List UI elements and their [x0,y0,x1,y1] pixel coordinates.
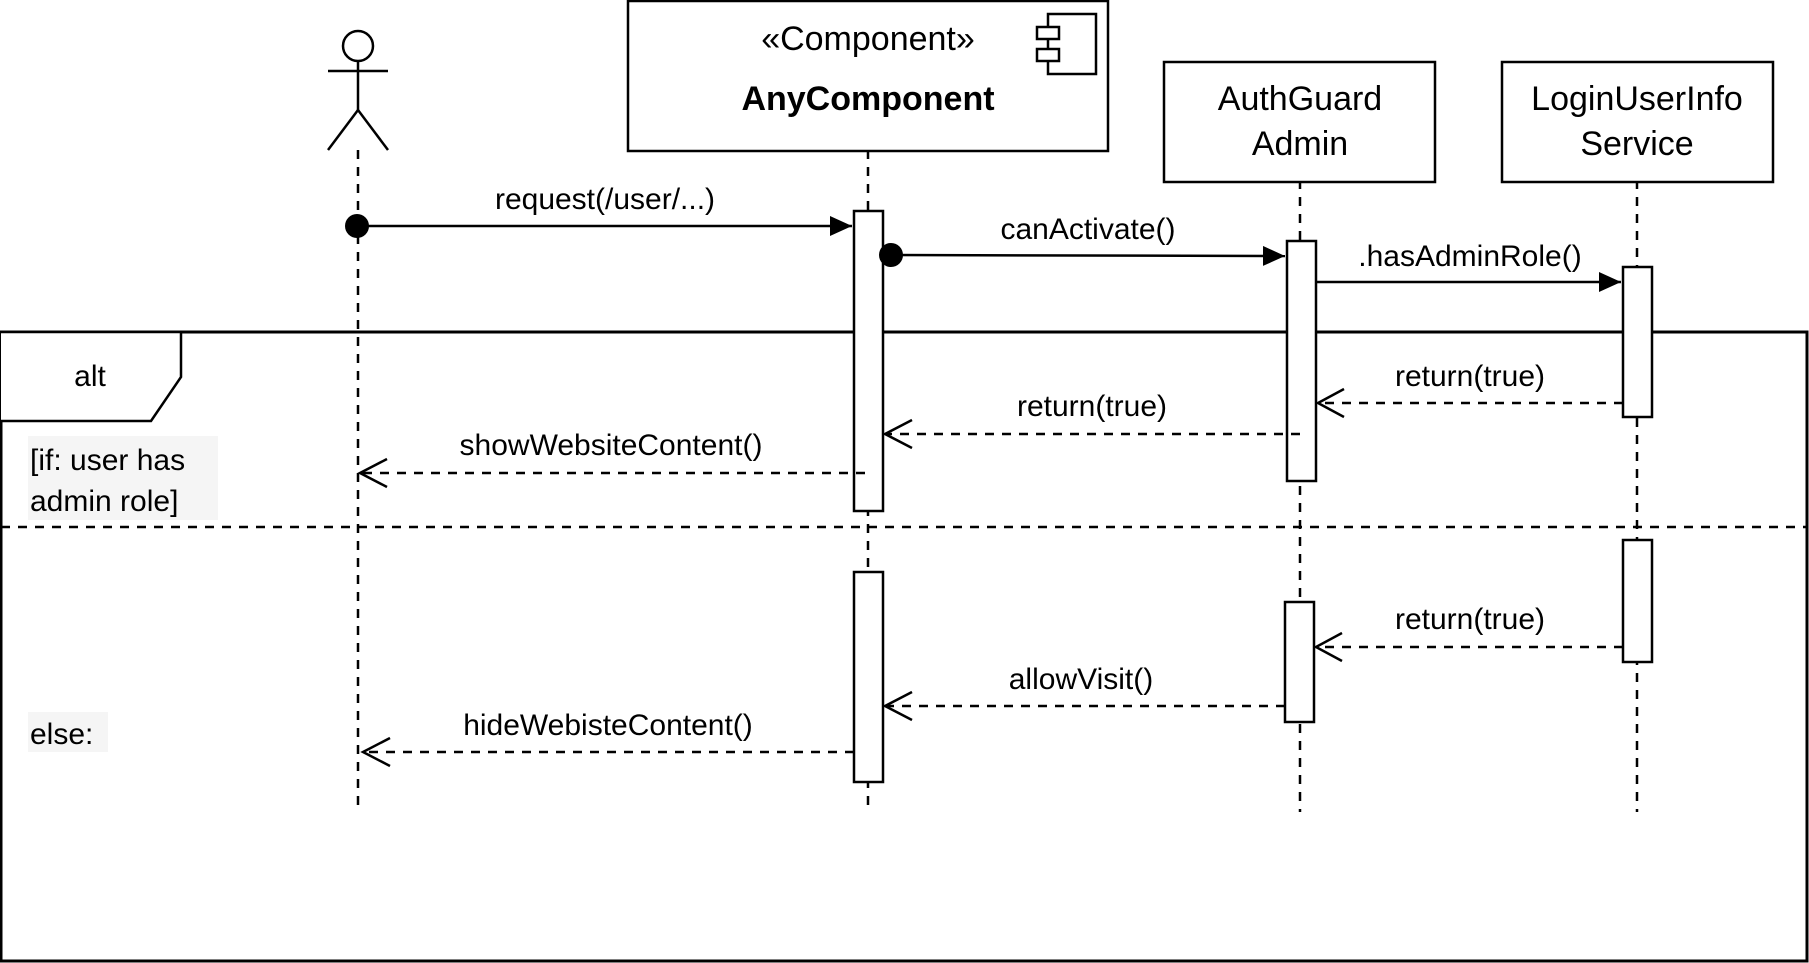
loginservice-activation-2 [1621,538,1654,664]
message-return-true-2: return(true) [882,390,1300,450]
message-allow-visit-label: allowVisit() [1009,663,1153,696]
message-request-label: request(/user/...) [495,183,715,216]
guard-label-bg [28,436,218,520]
anycomponent-activation-1 [852,209,885,513]
message-request: request(/user/...) [345,183,852,238]
authguard-activation-1 [1285,239,1318,483]
message-can-activate-label: canActivate() [1000,213,1175,246]
anycomponent-name: AnyComponent [741,80,994,118]
actor-icon [327,29,389,151]
loginservice-label-1: LoginUserInfo [1531,80,1743,118]
authguard-activation-2 [1283,600,1316,724]
authguard-label-1: AuthGuard [1218,80,1382,118]
message-return-true-2-label: return(true) [1017,390,1167,423]
component-icon [1035,12,1098,76]
loginservice-activation-1 [1621,265,1654,419]
alt-operator-label: alt [74,360,106,393]
alt-fragment: alt [if: user has admin role] else: [0,330,1809,963]
message-has-admin-role: .hasAdminRole() [1316,240,1621,292]
anycomponent-header: «Component» AnyComponent [626,0,1110,153]
message-show-content-label: showWebsiteContent() [460,429,763,462]
message-can-activate: canActivate() [879,213,1286,267]
message-hide-content-label: hideWebisteContent() [463,709,753,742]
anycomponent-activation-2 [852,570,885,784]
alt-operator-tab [1,330,183,423]
message-return-true-3: return(true) [1313,603,1623,663]
anycomponent-stereotype: «Component» [761,20,975,58]
message-return-true-3-label: return(true) [1395,603,1545,636]
guard-label-line1: [if: user has [30,444,185,477]
authguard-header: AuthGuard Admin [1162,60,1437,184]
message-allow-visit: allowVisit() [882,663,1285,722]
loginservice-header: LoginUserInfo Service [1500,60,1775,184]
else-label: else: [30,718,93,751]
guard-label-line2: admin role] [30,485,178,518]
else-label-bg [28,712,108,752]
message-return-true-1: return(true) [1315,360,1623,419]
message-hide-content: hideWebisteContent() [360,709,854,768]
authguard-label-2: Admin [1252,125,1348,163]
message-has-admin-role-label: .hasAdminRole() [1358,240,1581,273]
message-return-true-1-label: return(true) [1395,360,1545,393]
loginservice-label-2: Service [1580,125,1693,163]
message-show-content: showWebsiteContent() [357,429,865,489]
